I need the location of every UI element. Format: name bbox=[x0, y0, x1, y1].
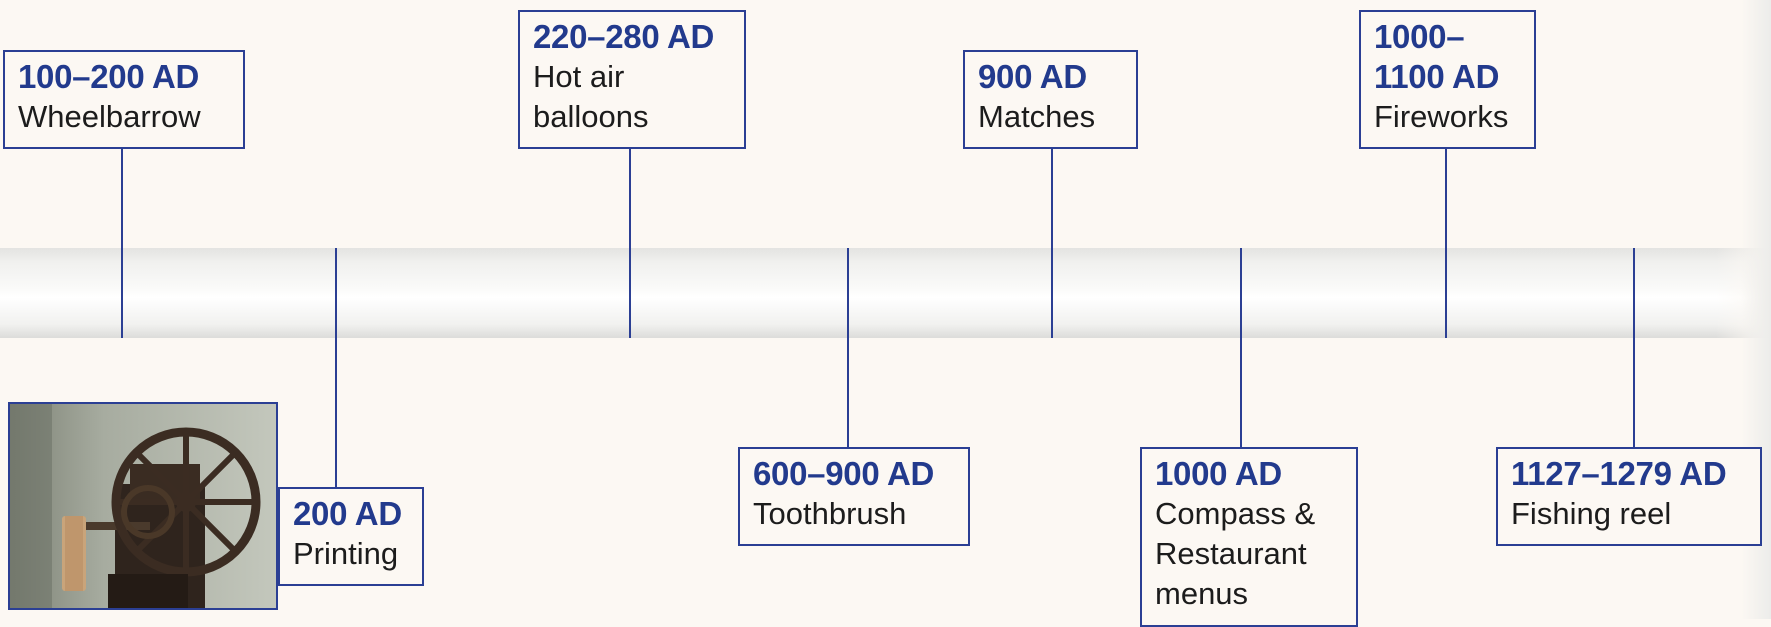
event-wheelbarrow: 100–200 AD Wheelbarrow bbox=[3, 50, 245, 149]
event-label: Fireworks bbox=[1374, 97, 1522, 137]
event-date: 600–900 AD bbox=[753, 454, 956, 494]
timeline-bar bbox=[0, 248, 1771, 338]
printing-press-image bbox=[10, 404, 278, 610]
event-fishing-reel: 1127–1279 AD Fishing reel bbox=[1496, 447, 1762, 546]
event-compass-menus: 1000 AD Compass & Restaurant menus bbox=[1140, 447, 1358, 627]
event-toothbrush: 600–900 AD Toothbrush bbox=[738, 447, 970, 546]
connector-compass-menus bbox=[1240, 248, 1242, 448]
event-label: Toothbrush bbox=[753, 494, 956, 534]
connector-toothbrush bbox=[847, 248, 849, 448]
event-label: Hot air balloons bbox=[533, 57, 653, 137]
connector-fireworks bbox=[1445, 148, 1447, 338]
event-date: 1000 AD bbox=[1155, 454, 1344, 494]
event-printing: 200 AD Printing bbox=[278, 487, 424, 586]
connector-wheelbarrow bbox=[121, 148, 123, 338]
connector-fishing-reel bbox=[1633, 248, 1635, 448]
printing-press-photo bbox=[8, 402, 278, 610]
event-label: Wheelbarrow bbox=[18, 97, 231, 137]
event-date: 1000– 1100 AD bbox=[1374, 17, 1514, 97]
connector-matches bbox=[1051, 148, 1053, 338]
event-date: 220–280 AD bbox=[533, 17, 732, 57]
connector-hot-air-balloons bbox=[629, 148, 631, 338]
event-date: 900 AD bbox=[978, 57, 1124, 97]
event-label: Matches bbox=[978, 97, 1124, 137]
event-hot-air-balloons: 220–280 AD Hot air balloons bbox=[518, 10, 746, 149]
event-label: Fishing reel bbox=[1511, 494, 1748, 534]
event-label: Compass & Restaurant menus bbox=[1155, 494, 1350, 614]
event-label: Printing bbox=[293, 534, 410, 574]
event-date: 100–200 AD bbox=[18, 57, 231, 97]
event-date: 200 AD bbox=[293, 494, 410, 534]
connector-printing bbox=[335, 248, 337, 488]
event-date: 1127–1279 AD bbox=[1511, 454, 1748, 494]
event-matches: 900 AD Matches bbox=[963, 50, 1138, 149]
event-fireworks: 1000– 1100 AD Fireworks bbox=[1359, 10, 1536, 149]
